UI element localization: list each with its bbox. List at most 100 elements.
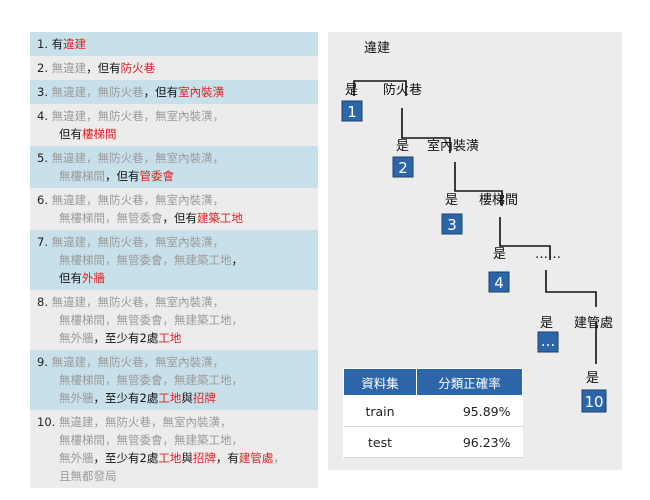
- leaf-number: 10: [584, 393, 603, 411]
- decision-tree: 違建 是 防火巷 是 室內裝潢 是 樓梯間 是 …… 是 建管處 是 1 2 3…: [341, 41, 613, 413]
- rule-text: 無樓梯間，無管委會，無建築工地，: [59, 433, 243, 447]
- rule-text: 無樓梯間: [59, 169, 105, 183]
- rule-line: 無樓梯間，但有管委會: [37, 167, 314, 185]
- rule-item: 10. 無違建，無防火巷，無室內裝潢， 無樓梯間，無管委會，無建築工地， 無外牆，至…: [30, 410, 318, 488]
- edge-node2: [454, 162, 503, 206]
- rule-text: 無樓梯間，無管委會: [59, 211, 163, 225]
- rule-text: ，但有: [143, 85, 179, 99]
- rule-keyword: 建管處: [238, 451, 274, 465]
- rule-text: ，至少有2處: [93, 331, 159, 345]
- accuracy-cell: 95.89%: [416, 395, 523, 427]
- rule-text: 無違建，無防火巷，無室內裝潢，: [51, 295, 225, 309]
- rule-text: 無樓梯間，無管委會，無建築工地: [59, 253, 232, 267]
- rule-text: ，但有: [162, 211, 198, 225]
- rule-item: 3. 無違建，無防火巷，但有室內裝潢: [30, 80, 318, 104]
- rule-text: 但有: [59, 271, 82, 285]
- rule-number: 5.: [37, 151, 48, 165]
- leaf-number: 3: [447, 216, 457, 234]
- rule-item: 7. 無違建，無防火巷，無室內裝潢， 無樓梯間，無管委會，無建築工地， 但有外牆: [30, 230, 318, 290]
- leaf-box: [441, 213, 463, 235]
- rule-line: 無樓梯間，無管委會，無建築工地，: [37, 371, 314, 389]
- rule-text: 無外牆: [59, 391, 94, 405]
- rule-number: 2.: [37, 61, 48, 75]
- rule-keyword: 防火巷: [120, 61, 156, 75]
- rule-text: ，: [273, 451, 285, 465]
- edge-node1: [401, 108, 451, 153]
- rule-keyword: 工地: [158, 391, 182, 405]
- leaf-box: [537, 331, 559, 353]
- rule-item: 4. 無違建，無防火巷，無室內裝潢，但有樓梯間: [30, 104, 318, 146]
- rule-line: 無樓梯間，無管委會，無建築工地，: [37, 431, 314, 449]
- rule-text: 有: [51, 37, 64, 51]
- rule-line: 但有樓梯間: [37, 125, 314, 143]
- tree-node-label: 室內裝潢: [427, 138, 479, 154]
- rule-text: 無違建，無防火巷，無室內裝潢，: [51, 235, 225, 249]
- rule-text: 無違建，無防火巷，無室內裝潢，: [58, 415, 232, 429]
- rule-text: 無違建，無防火巷，無室內裝潢，: [51, 355, 225, 369]
- rule-text: 無違建，無防火巷，無室內裝潢，: [51, 151, 225, 165]
- leaf-number: 4: [494, 274, 504, 292]
- tree-node-label: ……: [535, 247, 561, 262]
- rule-line: 2. 無違建，但有防火巷: [37, 59, 314, 77]
- rule-number: 1.: [37, 37, 48, 51]
- rule-text: ，: [231, 253, 244, 267]
- rule-line: 4. 無違建，無防火巷，無室內裝潢，: [37, 107, 314, 125]
- edge-node4: [545, 270, 597, 307]
- rule-item: 6. 無違建，無防火巷，無室內裝潢，無樓梯間，無管委會，但有建築工地: [30, 188, 318, 230]
- rule-keyword: 招牌: [192, 451, 216, 465]
- table-header-row: 資料集 分類正確率: [343, 368, 523, 396]
- rule-item: 8. 無違建，無防火巷，無室內裝潢，無樓梯間，無管委會，無建築工地，無外牆，至少…: [30, 290, 318, 350]
- tree-yes-label: 是: [345, 83, 358, 98]
- rule-number: 9.: [37, 355, 48, 369]
- rule-line: 5. 無違建，無防火巷，無室內裝潢，: [37, 149, 314, 167]
- rule-text: 無違建: [51, 61, 87, 75]
- leaf-box: [392, 156, 414, 178]
- tree-node-label: 防火巷: [383, 82, 422, 98]
- rule-keyword: 工地: [158, 331, 182, 345]
- tree-node-label: 建管處: [574, 316, 613, 331]
- column-header-accuracy: 分類正確率: [416, 368, 523, 396]
- rule-line: 10. 無違建，無防火巷，無室內裝潢，: [37, 413, 314, 431]
- tree-yes-label: 是: [540, 316, 553, 331]
- rule-text: ，有: [215, 451, 239, 465]
- leaf-box: [488, 271, 510, 293]
- rule-line: 無外牆，至少有2處工地與招牌，有建管處，: [37, 449, 314, 467]
- rule-text: ，至少有2處: [93, 451, 159, 465]
- rule-line: 3. 無違建，無防火巷，但有室內裝潢: [37, 83, 314, 101]
- rule-line: 9. 無違建，無防火巷，無室內裝潢，: [37, 353, 314, 371]
- rule-keyword: 建築工地: [197, 211, 243, 225]
- rule-number: 3.: [37, 85, 48, 99]
- rule-text: ，但有: [86, 61, 121, 75]
- table-row: test 96.23%: [343, 426, 523, 458]
- rule-keyword: 管委會: [139, 169, 175, 183]
- rule-text: 與: [181, 391, 193, 405]
- rule-text: 與: [181, 451, 193, 465]
- rule-line: 無樓梯間，無管委會，但有建築工地: [37, 209, 314, 227]
- rule-text: 無違建，無防火巷，無室內裝潢，: [51, 109, 225, 123]
- rule-line: 無外牆，至少有2處工地與招牌: [37, 389, 314, 407]
- rule-number: 10.: [37, 415, 56, 429]
- rule-line: 無樓梯間，無管委會，無建築工地，: [37, 311, 314, 329]
- rule-keyword: 室內裝潢: [178, 85, 225, 99]
- tree-yes-label: 是: [493, 247, 506, 262]
- rule-keyword: 外牆: [82, 271, 105, 285]
- tree-yes-label: 是: [445, 193, 458, 208]
- rule-keyword: 工地: [158, 451, 182, 465]
- rule-text: ，至少有2處: [93, 391, 159, 405]
- rule-line: 無外牆，至少有2處工地: [37, 329, 314, 347]
- edge-root: [353, 80, 407, 96]
- rule-line: 且無都發局: [37, 467, 314, 485]
- rule-text: 無樓梯間，無管委會，無建築工地，: [59, 313, 243, 327]
- rule-item: 9. 無違建，無防火巷，無室內裝潢，無樓梯間，無管委會，無建築工地，無外牆，至少…: [30, 350, 318, 410]
- rule-number: 4.: [37, 109, 48, 123]
- tree-yes-label: 是: [396, 139, 409, 154]
- rule-keyword: 違建: [63, 37, 87, 51]
- rule-number: 7.: [37, 235, 48, 249]
- rule-line: 1. 有違建: [37, 35, 314, 53]
- dataset-cell: test: [343, 426, 417, 458]
- rule-item: 5. 無違建，無防火巷，無室內裝潢，無樓梯間，但有管委會: [30, 146, 318, 188]
- accuracy-table: 資料集 分類正確率 train 95.89% test 96.23%: [343, 368, 523, 458]
- rule-text: 無外牆: [59, 451, 94, 465]
- rule-text: 無違建，無防火巷，無室內裝潢，: [51, 193, 225, 207]
